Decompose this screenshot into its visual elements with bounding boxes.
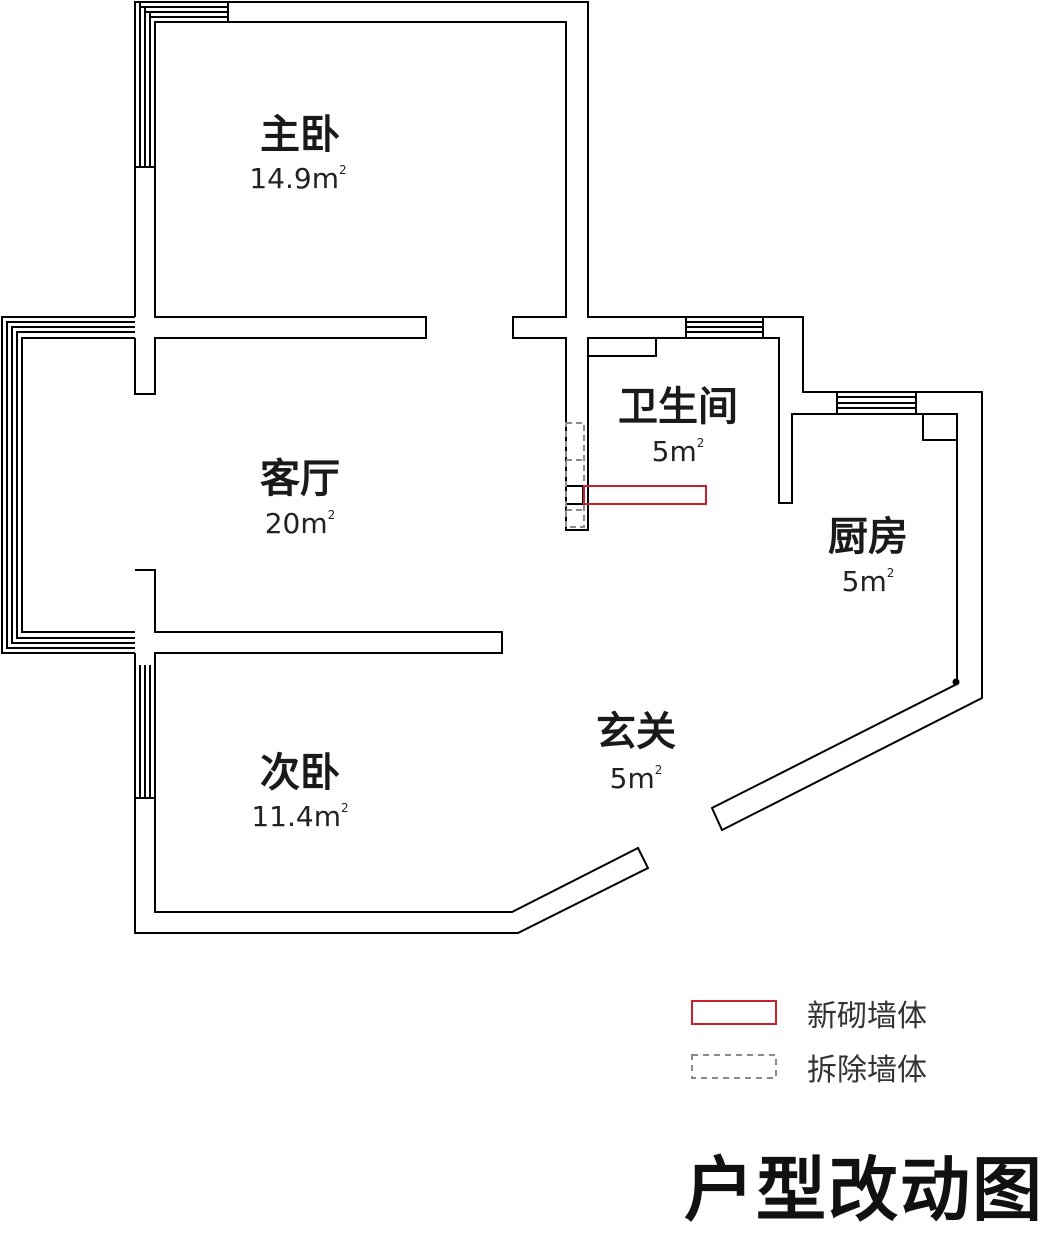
bathroom-area: 5m2 [652,435,705,468]
removed-wall [565,422,585,528]
master-bedroom-name: 主卧 [260,112,340,158]
kitchen-shaft [922,413,958,441]
balcony-line-1 [6,321,135,649]
living-room-area: 20m2 [265,507,336,540]
second-bedroom-wall [134,569,650,934]
kitchen-corner-dot [952,678,960,686]
balcony-line-3 [16,331,135,639]
living-room-name: 客厅 [260,456,340,502]
new-wall [583,485,707,505]
legend-removed-wall-swatch [691,1054,777,1079]
second-bedroom-area: 11.4m2 [251,800,348,833]
master-bedroom-wall [134,1,983,832]
kitchen-area: 5m2 [842,565,895,598]
page-title: 户型改动图 [684,1149,1044,1231]
master-bedroom-area: 14.9m2 [249,162,346,195]
kitchen-name: 厨房 [828,514,908,560]
living-room-balcony-wall [1,316,135,654]
entrance-area: 5m2 [610,762,663,795]
balcony-line-2 [11,326,135,644]
second-bedroom-name: 次卧 [260,750,340,796]
legend-removed-wall-label: 拆除墙体 [807,1053,927,1088]
bathroom-name: 卫生间 [618,384,738,430]
wall-stub [566,485,584,505]
balcony-line-4 [21,337,135,633]
legend-new-wall-label: 新砌墙体 [807,999,927,1034]
entrance-name: 玄关 [596,709,676,755]
legend-new-wall-swatch [691,1000,777,1025]
bathroom-shaft [588,338,657,357]
